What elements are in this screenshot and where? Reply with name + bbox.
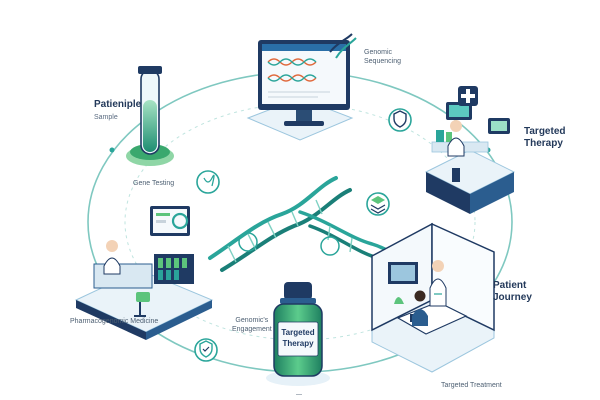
bottom-stub-label: — (296, 392, 302, 398)
test-tube-icon (126, 66, 174, 166)
shield-check-icon (194, 338, 218, 362)
genomic-sequencing-label: Genomic Sequencing (364, 49, 401, 66)
medicine-bottle-icon (266, 282, 330, 386)
genomic-engagement-label: Genomic's Engagement (232, 317, 272, 334)
targeted-treatment-label: Targeted Treatment (441, 382, 502, 389)
scientist-icon (103, 240, 121, 275)
genomic-lab-workstation (74, 206, 214, 340)
medical-cross-icon (458, 86, 478, 106)
scientist-icon (447, 120, 465, 182)
doctor-icon (429, 260, 447, 307)
gene-testing-label: Gene Testing (133, 180, 175, 187)
stack-layers-icon (366, 192, 390, 216)
targeted-therapy-label: Targeted Therapy (524, 126, 566, 149)
doctor-icon (412, 290, 428, 326)
vial-label-line2: Therapy (282, 339, 314, 348)
shield-icon (388, 108, 412, 132)
patient-journey-label: Patient Journey (493, 280, 532, 303)
genomic-lab-label: Pharmacogenomic Medicine (70, 318, 159, 325)
targeted-therapy-workstation (424, 102, 516, 214)
vial-label-line1: Targeted (281, 328, 314, 337)
monitor-icon (246, 40, 354, 141)
patient-sample-label: Patieniple (94, 99, 142, 110)
cell-icon (196, 170, 220, 194)
sample-sublabel: Sample (94, 114, 118, 121)
dna-helix-icon (329, 33, 357, 59)
